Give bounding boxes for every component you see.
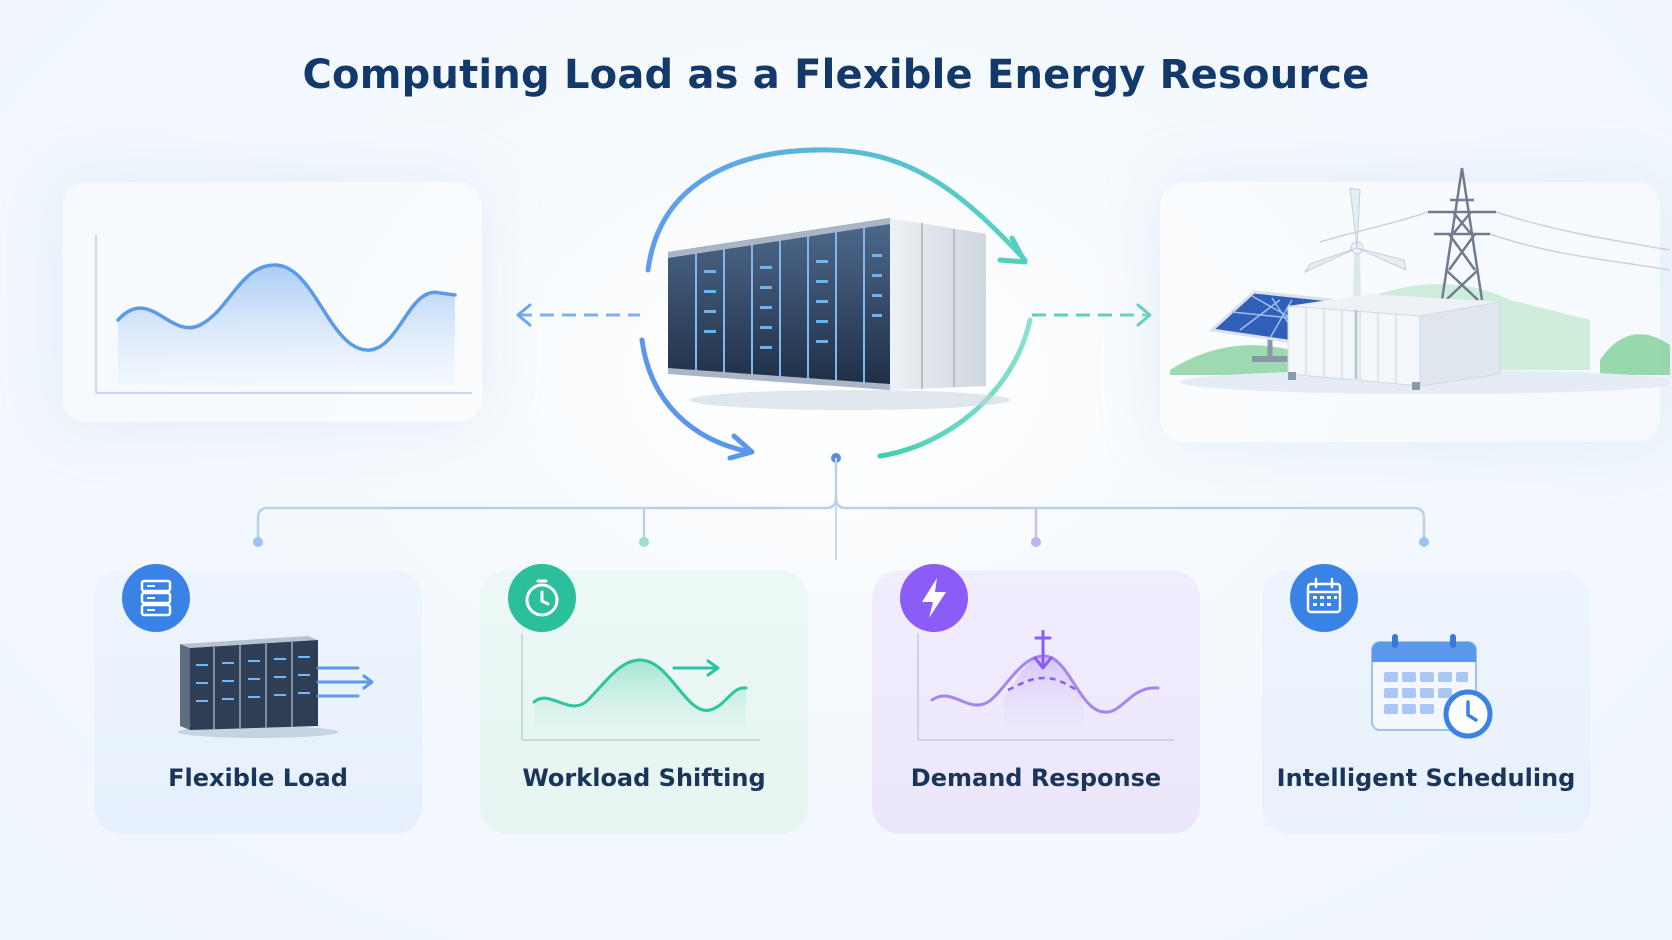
right-dashed-arrow [1032,303,1152,327]
calendar-icon [1290,564,1358,632]
calendar-clock-icon [1371,634,1493,739]
lightning-icon [900,564,968,632]
clock-icon [508,564,576,632]
shifted-wave-chart-icon [521,634,760,741]
card-intelligent-scheduling[interactable]: Intelligent Scheduling [1262,564,1590,834]
card-demand-response[interactable]: Demand Response [872,564,1200,834]
page-title: Computing Load as a Flexible Energy Reso… [302,52,1370,98]
left-dashed-arrow [516,303,640,327]
energy-storage-container-icon [1287,294,1501,390]
load-curve-chart-icon [95,235,472,394]
circular-flow-arrows [639,147,1033,461]
card-label-demand-response: Demand Response [910,764,1162,792]
data-center-container-icon [668,218,1010,410]
card-label-workload-shifting: Workload Shifting [522,764,766,792]
card-flexible-load[interactable]: Flexible Load [94,564,422,834]
server-rack-icon [178,636,374,738]
card-label-flexible-load: Flexible Load [168,764,348,792]
renewable-scene [1170,167,1670,394]
card-label-intelligent-scheduling: Intelligent Scheduling [1276,764,1576,792]
transmission-tower-icon [1319,167,1670,301]
peak-reduction-chart-icon [917,630,1174,741]
connector-tree [253,453,1429,560]
card-workload-shifting[interactable]: Workload Shifting [480,564,808,834]
server-stack-icon [122,564,190,632]
